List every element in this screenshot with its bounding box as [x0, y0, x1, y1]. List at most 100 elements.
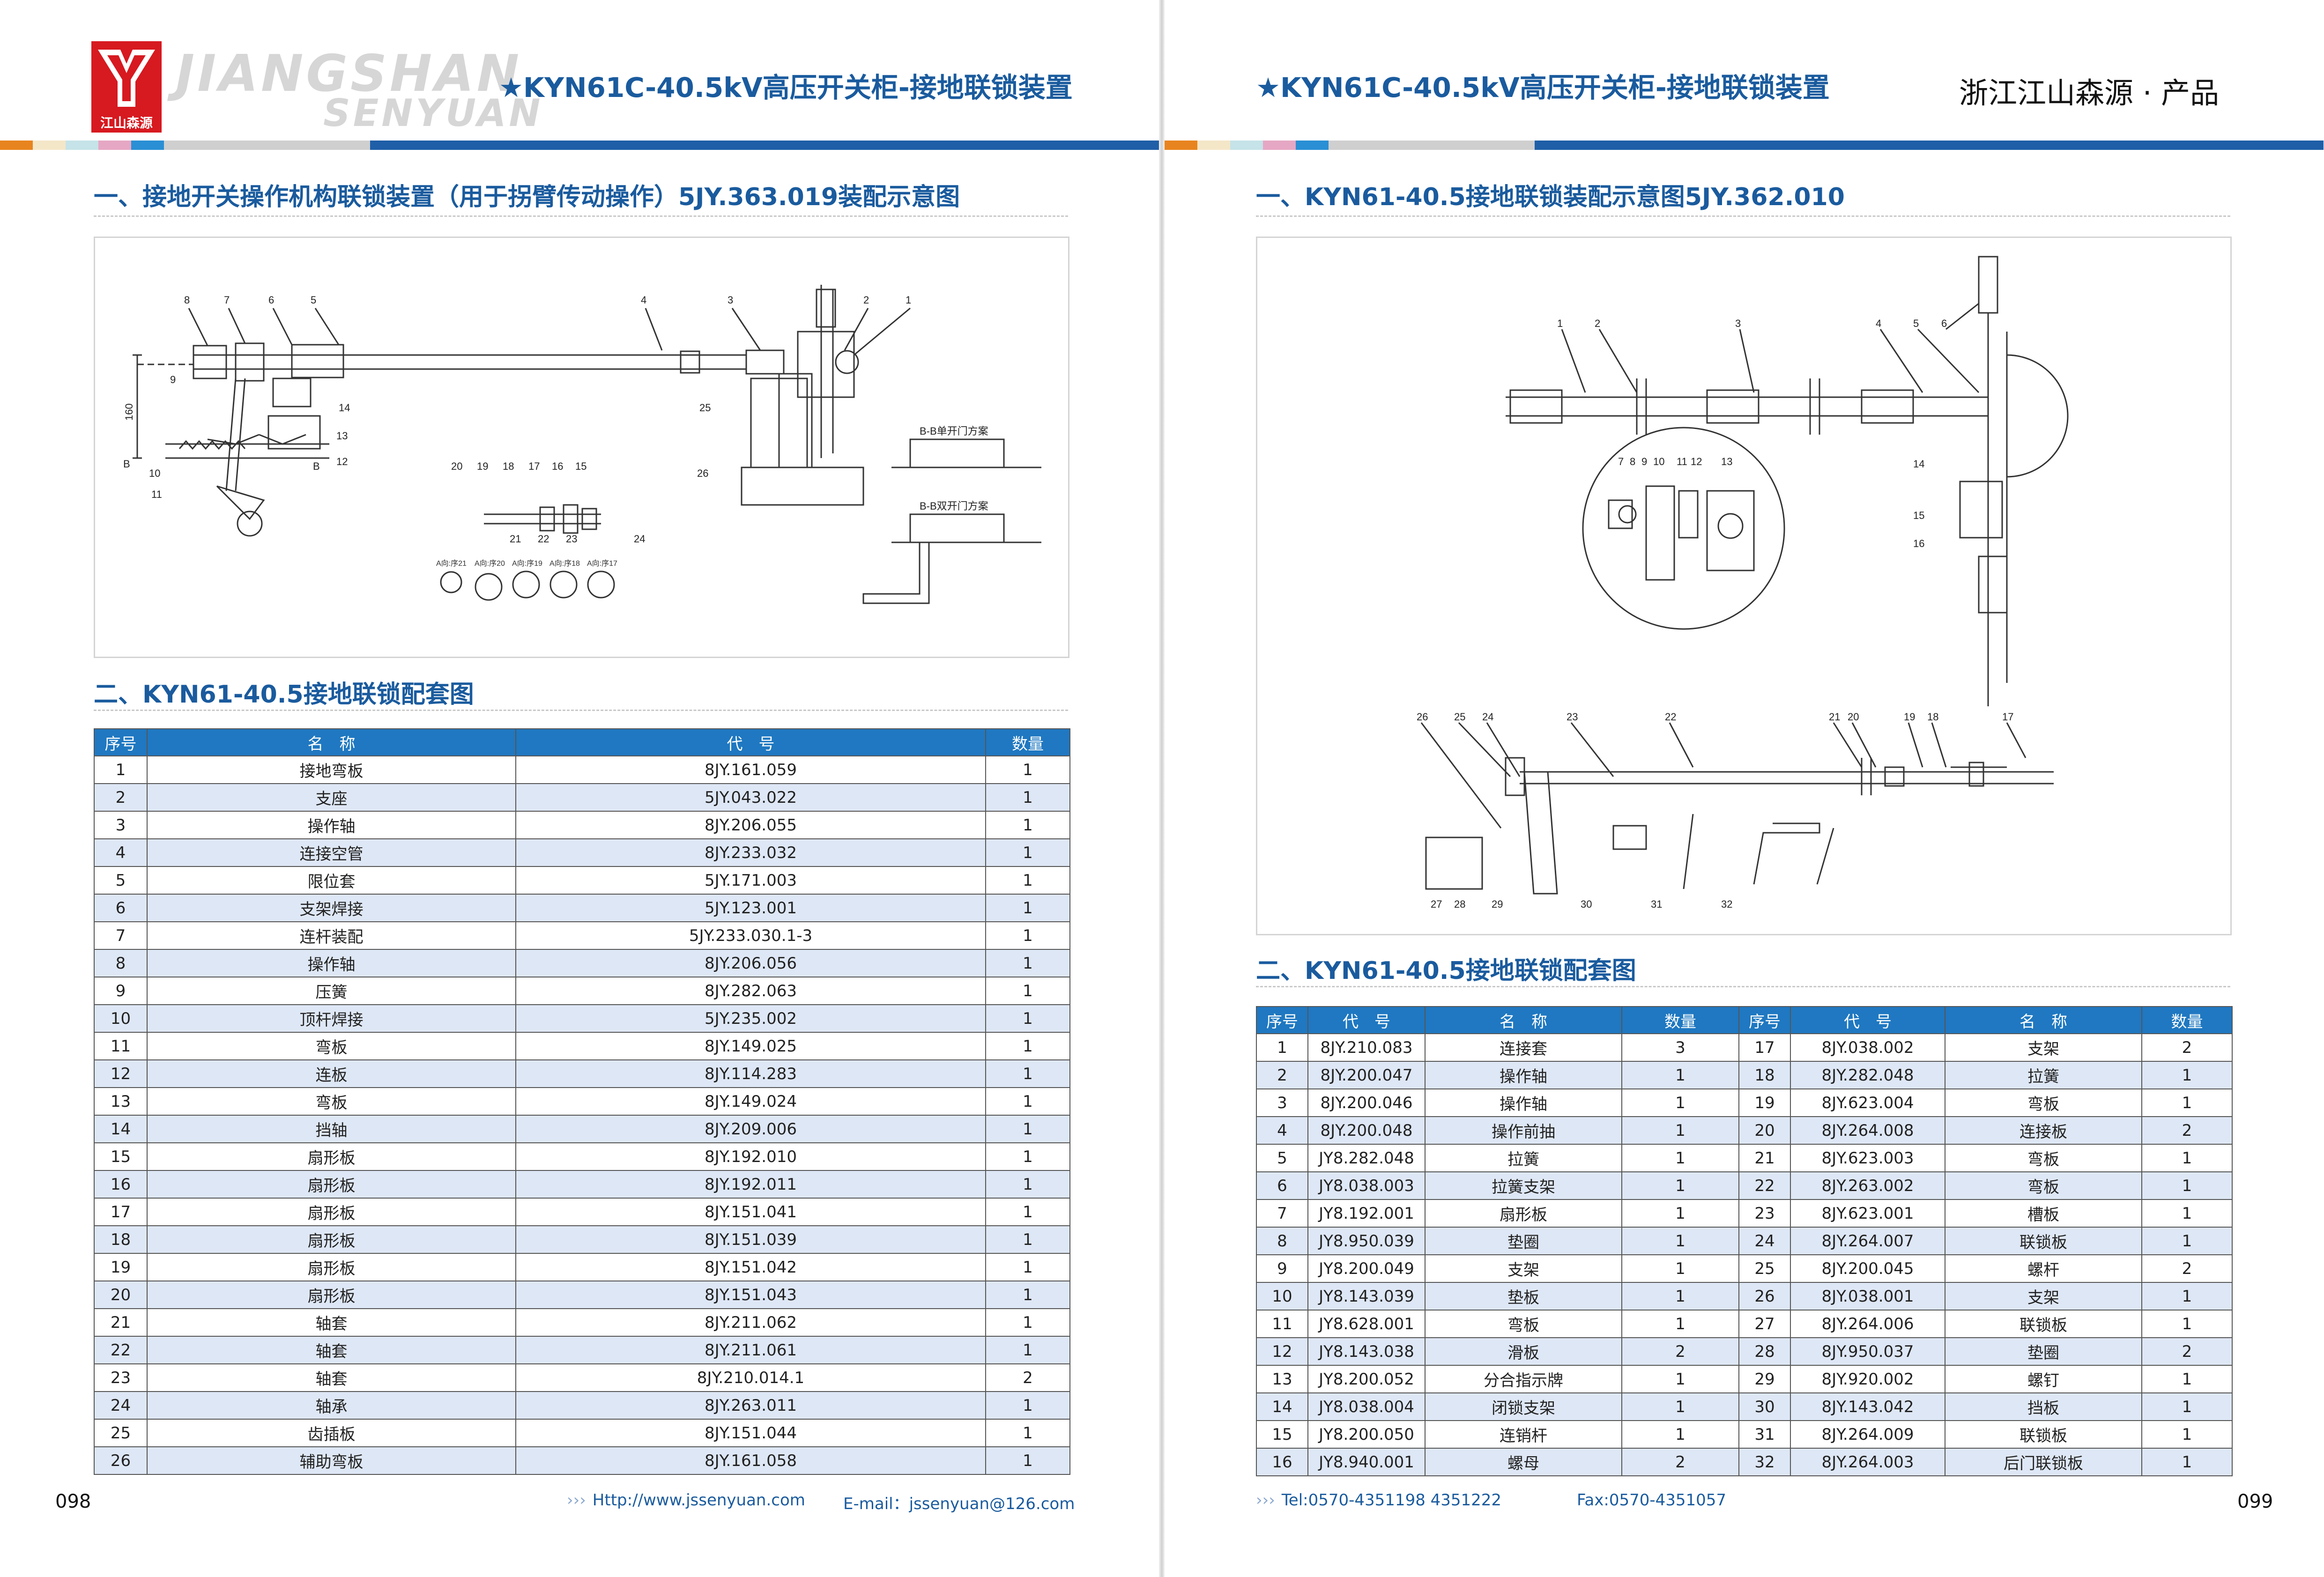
table-cell: 8: [1256, 1227, 1308, 1255]
table-cell: 22: [1738, 1171, 1791, 1200]
svg-text:15: 15: [1913, 510, 1924, 521]
table-cell: 1: [2141, 1310, 2233, 1338]
svg-text:23: 23: [566, 533, 577, 545]
table-cell: 3: [1621, 1033, 1739, 1062]
table-cell: JY8.200.049: [1307, 1254, 1426, 1283]
table-cell: 15: [94, 1142, 148, 1171]
footer-fax: Fax:0570-4351057: [1577, 1491, 1727, 1510]
table-cell: 垫板: [1425, 1282, 1622, 1310]
table-cell: 8JY.200.047: [1307, 1061, 1426, 1089]
table-cell: 连销杆: [1425, 1420, 1622, 1449]
table-cell: 拉簧支架: [1425, 1171, 1622, 1200]
table-cell: 轴套: [147, 1308, 516, 1337]
header-title: ★KYN61C-40.5kV高压开关柜-接地联锁装置: [499, 72, 1073, 104]
svg-text:26: 26: [697, 467, 708, 479]
table-cell: 9: [1256, 1254, 1308, 1283]
table-cell: JY8.950.039: [1307, 1227, 1426, 1255]
table-cell: JY8.200.050: [1307, 1420, 1426, 1449]
table-cell: 1: [2141, 1392, 2233, 1421]
section-divider: [94, 710, 1068, 711]
table-cell: 8JY.149.025: [515, 1032, 986, 1060]
table-cell: 1: [2141, 1420, 2233, 1449]
table-cell: 挡板: [1945, 1392, 2142, 1421]
table-cell: 1: [1621, 1061, 1739, 1089]
footer-url[interactable]: ›››Http://www.jssenyuan.com: [567, 1491, 805, 1510]
table-cell: 8JY.264.007: [1790, 1227, 1945, 1255]
table-cell: 连杆装配: [147, 921, 516, 950]
table-cell: 挡轴: [147, 1115, 516, 1143]
table-cell: 21: [94, 1308, 148, 1337]
svg-text:160: 160: [123, 403, 135, 421]
left-page: 江山森源 JIANGSHAN SENYUAN ★KYN61C-40.5kV高压开…: [0, 0, 1159, 1577]
svg-text:5: 5: [1913, 318, 1919, 329]
section-divider: [94, 215, 1068, 217]
table-cell: 8JY.149.024: [515, 1087, 986, 1116]
table-cell: 2: [2141, 1337, 2233, 1366]
svg-text:17: 17: [2002, 711, 2013, 723]
table-cell: 8JY.264.009: [1790, 1420, 1945, 1449]
table-cell: 弯板: [147, 1087, 516, 1116]
table-cell: 12: [1256, 1337, 1308, 1366]
table-cell: 8JY.206.055: [515, 811, 986, 839]
table-cell: 8: [94, 949, 148, 977]
table-cell: 8JY.161.059: [515, 755, 986, 784]
svg-text:17: 17: [528, 460, 540, 472]
svg-text:B: B: [313, 460, 320, 472]
footer-email[interactable]: E-mail：jssenyuan@126.com: [843, 1495, 1075, 1513]
table-cell: 8JY.151.044: [515, 1419, 986, 1447]
table-header-cell: 代 号: [1790, 1006, 1945, 1034]
table-cell: 1: [1621, 1144, 1739, 1172]
table-cell: 轴套: [147, 1336, 516, 1364]
logo-wordmark: JIANGSHAN: [176, 44, 522, 103]
table-cell: 支架: [1945, 1282, 2142, 1310]
table-cell: 8JY.920.002: [1790, 1365, 1945, 1393]
svg-text:25: 25: [1454, 711, 1465, 723]
table-cell: 8JY.151.042: [515, 1253, 986, 1281]
table-cell: 连板: [147, 1059, 516, 1088]
table-cell: 连接板: [1945, 1116, 2142, 1145]
table-cell: 扇形板: [147, 1253, 516, 1281]
table-cell: 弯板: [1945, 1171, 2142, 1200]
table-cell: 支架: [1425, 1254, 1622, 1283]
table-cell: 16: [1256, 1448, 1308, 1476]
svg-text:3: 3: [728, 294, 733, 306]
table-cell: 31: [1738, 1420, 1791, 1449]
table-cell: 8JY.210.083: [1307, 1033, 1426, 1062]
table-cell: 9: [94, 977, 148, 1005]
svg-text:B: B: [123, 458, 130, 470]
svg-text:6: 6: [1941, 318, 1947, 329]
table-cell: 8JY.151.039: [515, 1225, 986, 1254]
table-header-cell: 序号: [94, 728, 148, 756]
svg-text:11: 11: [151, 489, 162, 500]
svg-text:7: 7: [1618, 456, 1624, 467]
svg-text:B-B单开门方案: B-B单开门方案: [920, 425, 988, 437]
table-cell: 螺母: [1425, 1448, 1622, 1476]
table-header-cell: 名 称: [147, 728, 516, 756]
table-cell: 限位套: [147, 866, 516, 895]
svg-text:9: 9: [1641, 456, 1647, 467]
table-cell: 30: [1738, 1392, 1791, 1421]
table-cell: 连接空管: [147, 838, 516, 867]
table-cell: 8JY.151.043: [515, 1281, 986, 1309]
table-cell: JY8.038.003: [1307, 1171, 1426, 1200]
table-cell: 扇形板: [1425, 1199, 1622, 1228]
svg-text:24: 24: [1482, 711, 1493, 723]
table-cell: 支架: [1945, 1033, 2142, 1062]
table-cell: 槽板: [1945, 1199, 2142, 1228]
table-cell: 8JY.233.032: [515, 838, 986, 867]
svg-text:29: 29: [1492, 898, 1503, 910]
svg-text:A向:序18: A向:序18: [549, 559, 580, 568]
table-cell: 7: [1256, 1199, 1308, 1228]
table-cell: JY8.282.048: [1307, 1144, 1426, 1172]
svg-text:20: 20: [1848, 711, 1859, 723]
table-cell: 扇形板: [147, 1170, 516, 1199]
table-cell: 3: [1256, 1088, 1308, 1117]
table-cell: 扇形板: [147, 1281, 516, 1309]
